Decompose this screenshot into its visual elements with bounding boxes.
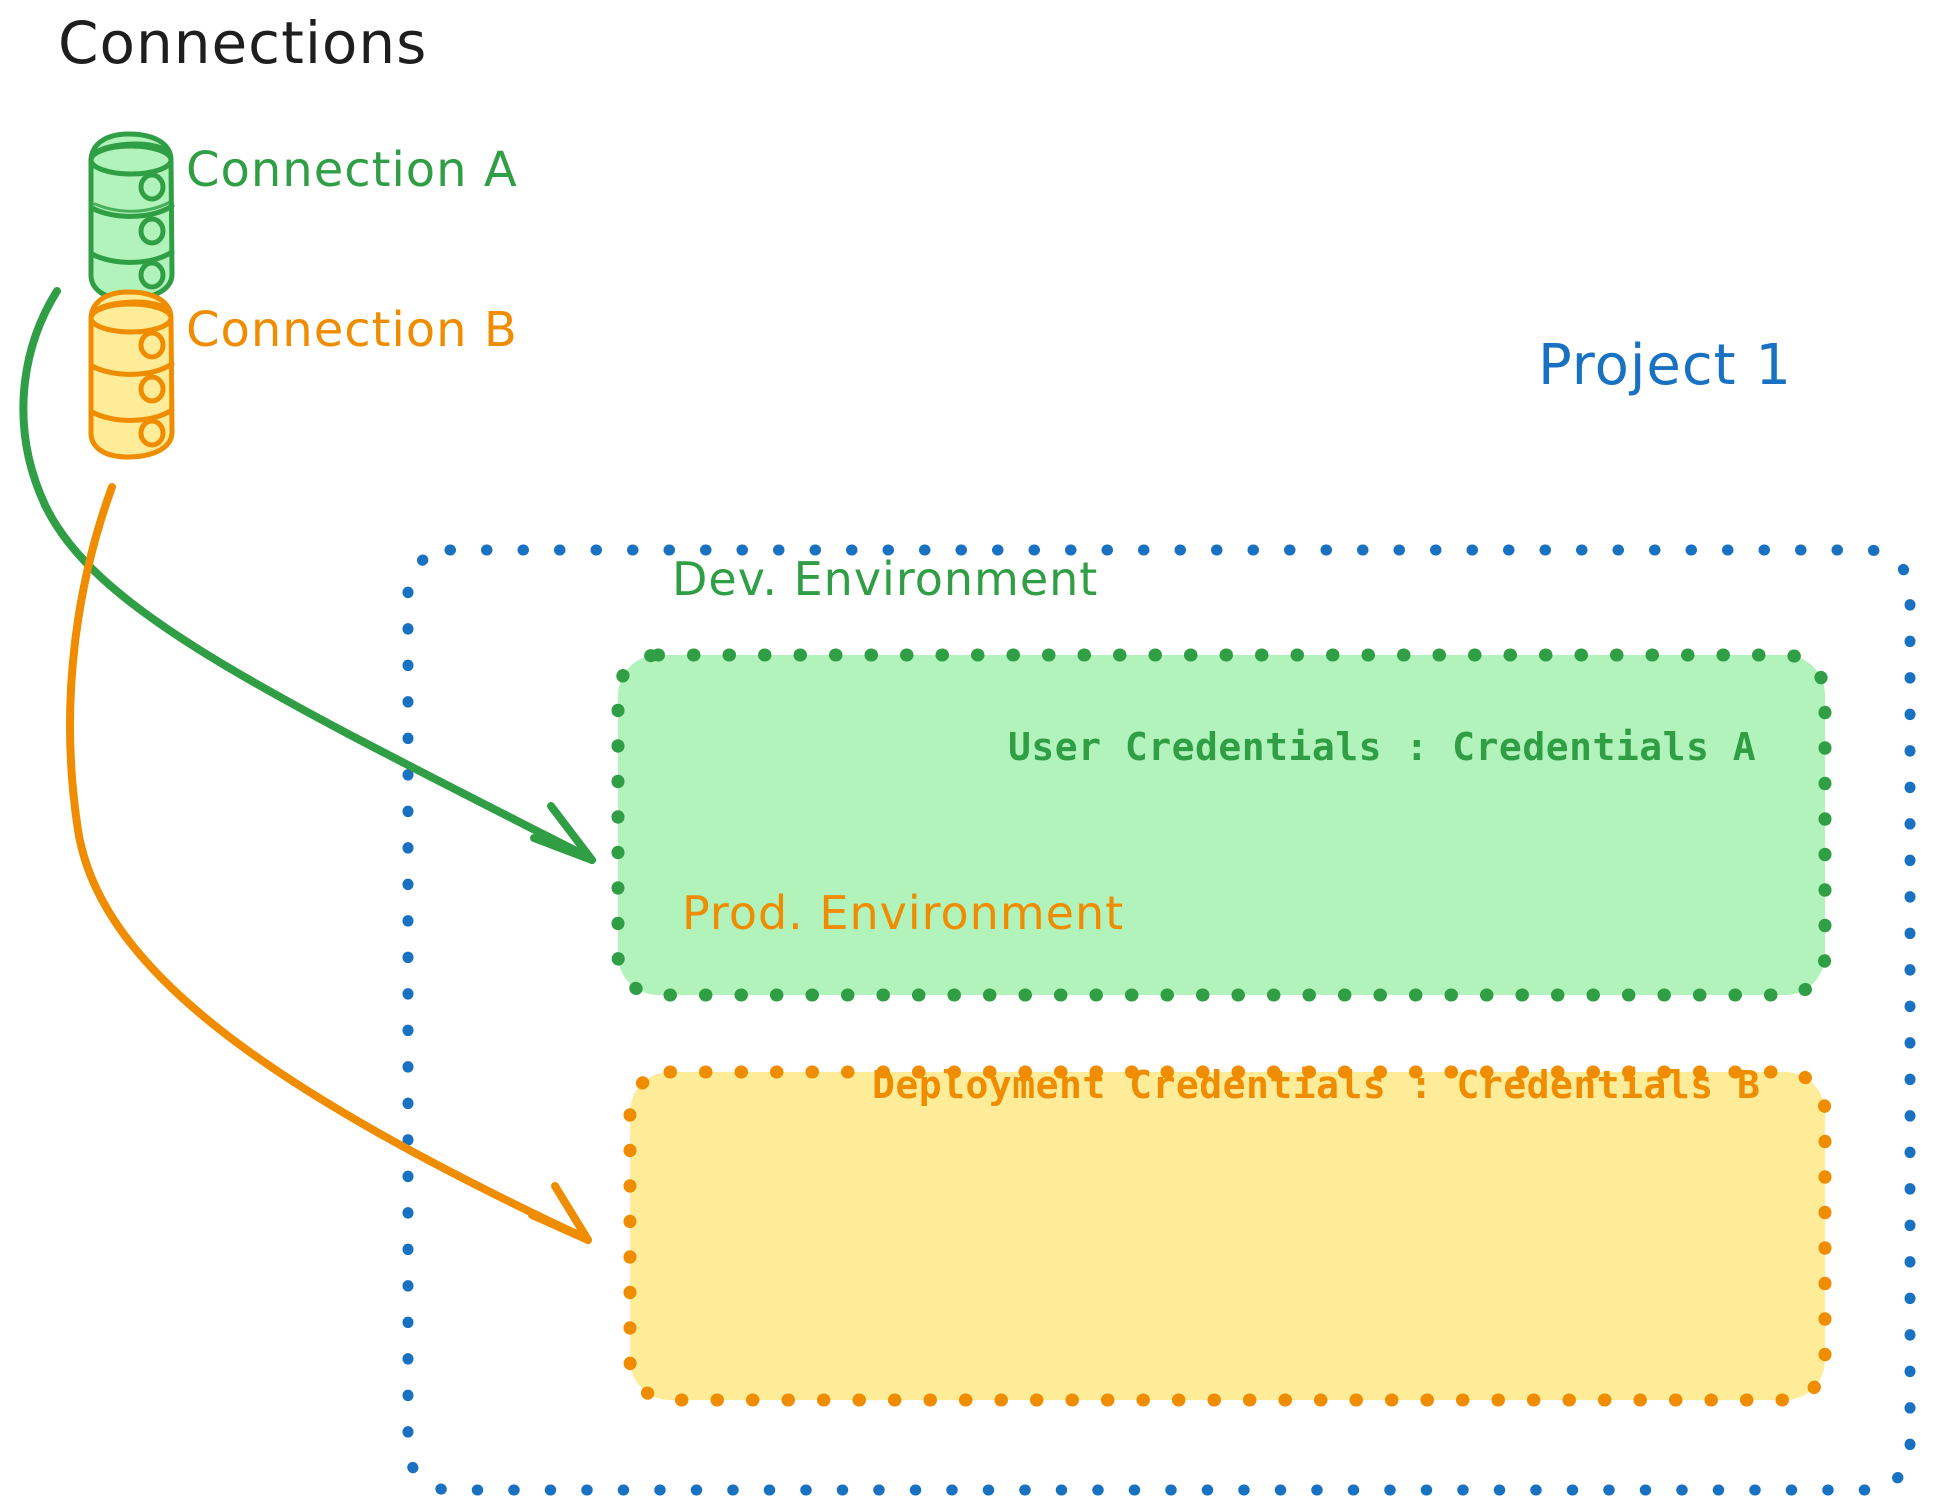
project-container-border	[402, 544, 1916, 1496]
arrow-b-head-lower	[528, 1211, 592, 1244]
connection-b-label[interactable]: Connection B	[186, 302, 518, 358]
db-a-divider-1b	[93, 200, 172, 213]
db-b-body-fill	[92, 290, 172, 456]
db-b-led-3	[138, 418, 166, 448]
db-b-divider-2	[89, 407, 175, 423]
database-icon-connection-b[interactable]	[88, 289, 175, 460]
db-a-led-3	[138, 260, 166, 290]
dev-environment-fill	[618, 655, 1825, 995]
dev-environment-border	[611, 648, 1832, 1002]
dev-environment-title: Dev. Environment	[672, 552, 1099, 606]
prod-environment-credentials: Deployment Credentials : Credentials B	[872, 1063, 1761, 1107]
arrow-connection-b-to-prod	[66, 483, 592, 1244]
arrow-connection-a-to-dev	[19, 287, 596, 864]
db-a-divider-2	[89, 249, 175, 265]
arrow-b-path	[66, 483, 589, 1242]
arrow-a-path	[19, 287, 594, 862]
dev-environment-box[interactable]	[611, 648, 1832, 1002]
arrow-a-head-lower	[530, 834, 596, 864]
db-a-led-1	[138, 172, 166, 202]
db-a-divider-1	[89, 203, 175, 219]
prod-environment-border	[623, 1065, 1832, 1407]
prod-environment-title: Prod. Environment	[682, 886, 1125, 940]
db-a-top-arc	[91, 141, 172, 157]
db-a-top-ellipse	[88, 143, 174, 177]
db-b-top-arc	[91, 299, 172, 315]
prod-environment-box[interactable]	[623, 1065, 1832, 1407]
connection-a-label[interactable]: Connection A	[186, 142, 518, 198]
db-b-led-1	[138, 330, 166, 360]
db-b-led-2	[138, 374, 166, 404]
db-b-divider-1	[89, 361, 175, 377]
project-title: Project 1	[1538, 333, 1793, 398]
arrow-b-head-upper	[551, 1182, 592, 1244]
arrow-a-head-upper	[547, 802, 596, 864]
dev-environment-credentials: User Credentials : Credentials A	[1008, 725, 1757, 769]
db-b-body-outline	[88, 289, 175, 460]
db-b-top-ellipse	[88, 301, 174, 335]
db-a-led-2	[138, 216, 166, 246]
project-container[interactable]	[402, 544, 1916, 1496]
db-a-body-fill	[92, 132, 172, 298]
page-title: Connections	[58, 9, 428, 77]
database-icon-connection-a[interactable]	[88, 131, 175, 302]
db-a-body-outline	[88, 131, 175, 302]
prod-environment-fill	[630, 1072, 1825, 1400]
